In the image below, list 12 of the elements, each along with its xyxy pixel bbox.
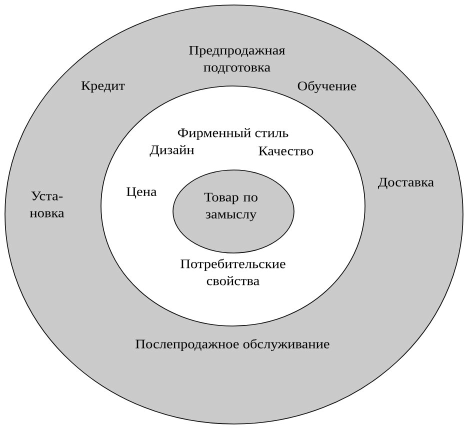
ring-label: Послепродажное обслуживание	[136, 338, 330, 352]
ring-label: Уста- новка	[30, 192, 64, 218]
ring-label: Обучение	[298, 80, 356, 94]
ellipse-label: Качество	[258, 146, 314, 156]
ellipse-label: Фирменный стиль	[178, 128, 288, 140]
ellipse-label: Дизайн	[150, 145, 194, 157]
ellipse-label: Цена	[126, 187, 157, 199]
center-label: Товар по замыслу	[204, 192, 258, 222]
ring-label: Кредит	[81, 81, 125, 93]
ring-label: Предпродажная подготовка	[189, 46, 286, 74]
ellipse-label: Потребительские свойства	[180, 258, 286, 286]
ring-label: Доставка	[378, 178, 434, 190]
